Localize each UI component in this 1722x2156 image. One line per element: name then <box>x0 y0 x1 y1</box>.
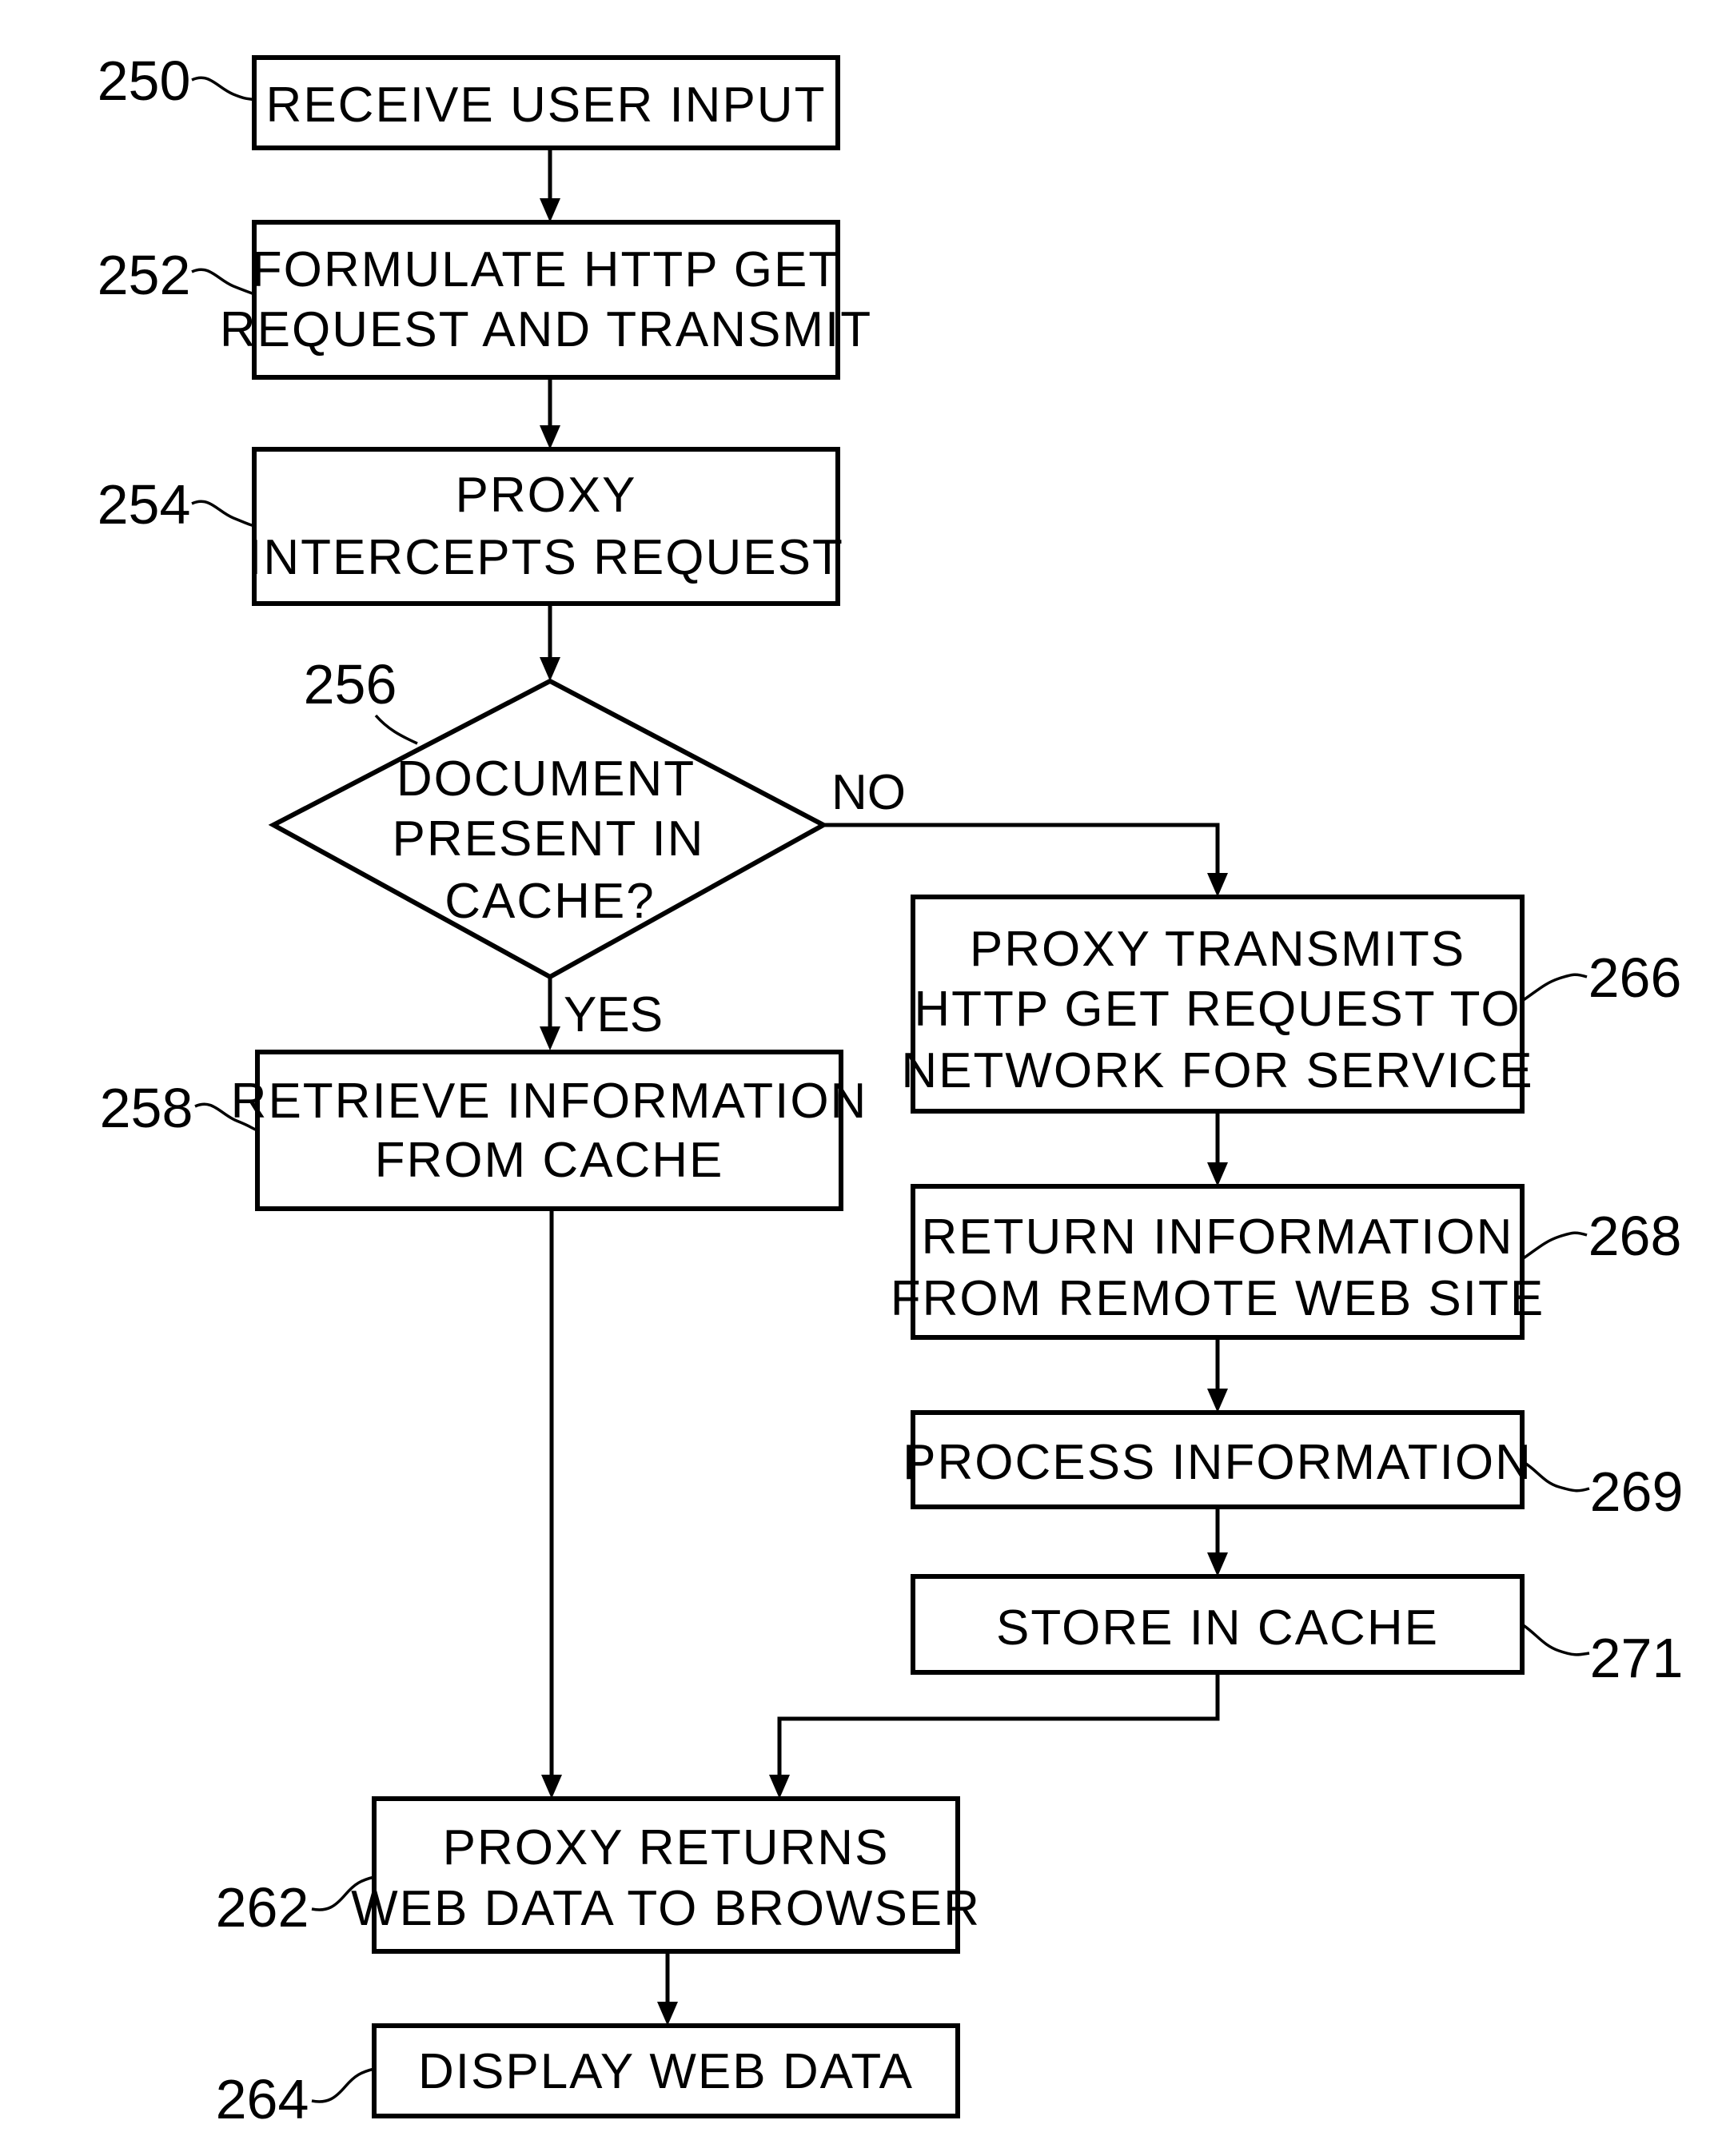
step-labels: RECEIVE USER INPUT FORMULATE HTTP GET RE… <box>220 78 1545 2099</box>
arrowhead-256 <box>540 657 560 681</box>
step-256-text-line2: PRESENT IN <box>393 811 705 867</box>
step-266-text-line1: PROXY TRANSMITS <box>970 922 1465 977</box>
arrowhead-254 <box>540 425 560 449</box>
ref-254: 254 <box>98 473 191 536</box>
ref-271: 271 <box>1590 1627 1684 1689</box>
ref-264: 264 <box>216 2068 309 2130</box>
ref-256-leader <box>376 715 417 743</box>
branch-yes-label: YES <box>564 987 663 1042</box>
step-252-text-line1: FORMULATE HTTP GET <box>252 242 840 297</box>
step-254-text-line1: PROXY <box>455 468 636 523</box>
ref-266: 266 <box>1588 946 1682 1009</box>
ref-264-leader <box>312 2069 374 2102</box>
connector-256-266 <box>823 825 1218 879</box>
step-266-text-line2: HTTP GET REQUEST TO <box>914 982 1521 1037</box>
branch-no-label: NO <box>831 765 906 820</box>
arrowhead-252 <box>540 198 560 222</box>
arrowhead-264 <box>657 2002 678 2026</box>
ref-254-leader <box>192 501 254 526</box>
step-258-text-line1: RETRIEVE INFORMATION <box>231 1074 868 1129</box>
step-250-text: RECEIVE USER INPUT <box>266 78 827 133</box>
arrowhead-262-right <box>769 1775 790 1799</box>
step-268-text-line2: FROM REMOTE WEB SITE <box>891 1271 1545 1326</box>
ref-269: 269 <box>1590 1461 1684 1523</box>
step-262-text-line2: WEB DATA TO BROWSER <box>351 1881 981 1936</box>
arrowhead-262-left <box>541 1775 562 1799</box>
arrowhead-266 <box>1207 873 1228 897</box>
step-269-text: PROCESS INFORMATION <box>903 1435 1533 1490</box>
step-256-text-line1: DOCUMENT <box>397 751 696 807</box>
ref-268-leader <box>1522 1233 1587 1259</box>
ref-268: 268 <box>1588 1205 1682 1267</box>
arrowhead-269 <box>1207 1389 1228 1413</box>
ref-250-leader <box>192 78 254 100</box>
ref-252: 252 <box>98 244 191 306</box>
arrowhead-258 <box>540 1026 560 1050</box>
arrowhead-268 <box>1207 1162 1228 1186</box>
step-258-text-line2: FROM CACHE <box>375 1133 724 1188</box>
step-262-text-line1: PROXY RETURNS <box>443 1820 890 1875</box>
step-266-text-line3: NETWORK FOR SERVICE <box>901 1043 1533 1098</box>
step-254-text-line2: INTERCEPTS REQUEST <box>248 530 844 585</box>
arrowhead-271 <box>1207 1552 1228 1576</box>
ref-266-leader <box>1522 974 1587 1001</box>
ref-256: 256 <box>304 653 397 715</box>
connector-271-262 <box>779 1672 1218 1781</box>
step-252-text-line2: REQUEST AND TRANSMIT <box>220 302 872 357</box>
ref-252-leader <box>192 269 254 294</box>
step-268-text-line1: RETURN INFORMATION <box>922 1210 1514 1265</box>
step-264-text: DISPLAY WEB DATA <box>418 2044 914 2099</box>
ref-271-leader <box>1522 1624 1589 1655</box>
ref-258: 258 <box>100 1077 193 1139</box>
step-271-text: STORE IN CACHE <box>996 1600 1439 1656</box>
ref-262: 262 <box>216 1876 309 1939</box>
step-256-text-line3: CACHE? <box>444 874 656 929</box>
ref-250: 250 <box>98 50 191 112</box>
